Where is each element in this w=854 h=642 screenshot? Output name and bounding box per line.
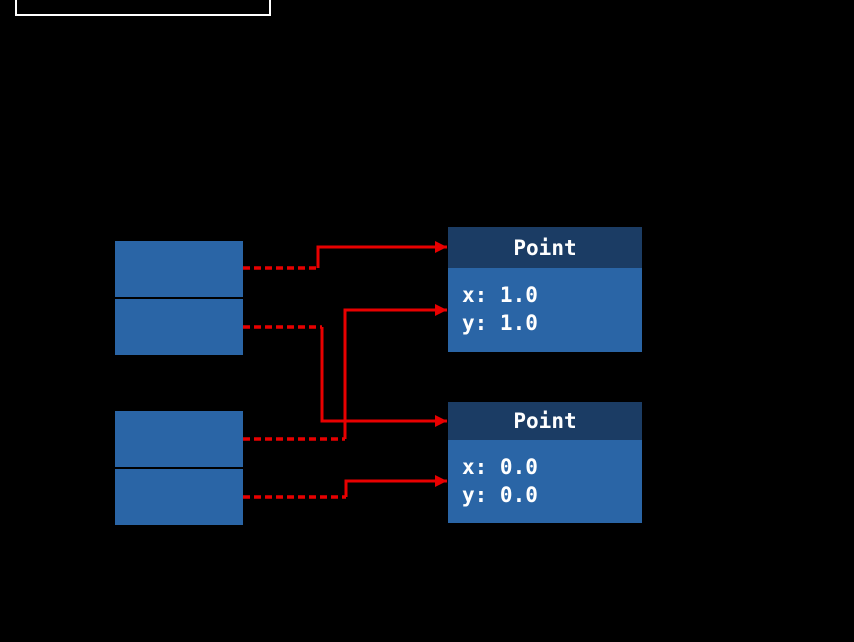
reference-arrow-4	[344, 475, 447, 497]
object-point-2-body: x: 0.0 y: 0.0	[448, 440, 642, 523]
object-point-2-field-y: y: 0.0	[462, 483, 538, 507]
object-point-1-body: x: 1.0 y: 1.0	[448, 268, 642, 352]
object-point-2-class-label: Point	[448, 402, 642, 440]
reference-arrow-3	[343, 304, 447, 439]
variable-slot-3	[115, 411, 243, 467]
variable-slot-2	[115, 299, 243, 355]
object-point-1: Point x: 1.0 y: 1.0	[448, 227, 642, 352]
object-point-2-field-x: x: 0.0	[462, 455, 538, 479]
object-point-1-field-x: x: 1.0	[462, 283, 538, 307]
object-point-2: Point x: 0.0 y: 0.0	[448, 402, 642, 523]
variable-slot-4	[115, 469, 243, 525]
object-point-1-class-label: Point	[448, 227, 642, 268]
variable-slot-1	[115, 241, 243, 297]
reference-arrow-1	[316, 241, 447, 268]
reference-arrow-2	[320, 327, 447, 427]
cutoff-outline-box	[15, 0, 271, 16]
object-point-1-field-y: y: 1.0	[462, 311, 538, 335]
